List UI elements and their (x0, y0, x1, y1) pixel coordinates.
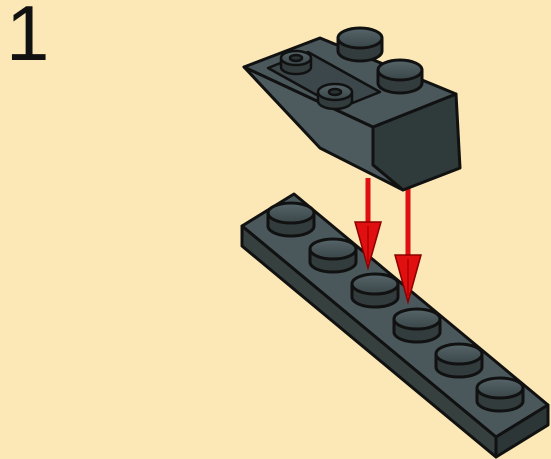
plate-1x6-icon (242, 194, 548, 457)
small-stud (281, 51, 311, 74)
stud (338, 28, 382, 61)
stud (477, 378, 523, 411)
stud (268, 203, 314, 236)
small-stud (318, 84, 352, 109)
stud (310, 239, 356, 272)
stud (436, 344, 482, 377)
slope-brick-2x2-inverted-icon (244, 28, 460, 190)
stud (394, 309, 440, 342)
stud (352, 274, 398, 307)
stud (378, 60, 422, 93)
